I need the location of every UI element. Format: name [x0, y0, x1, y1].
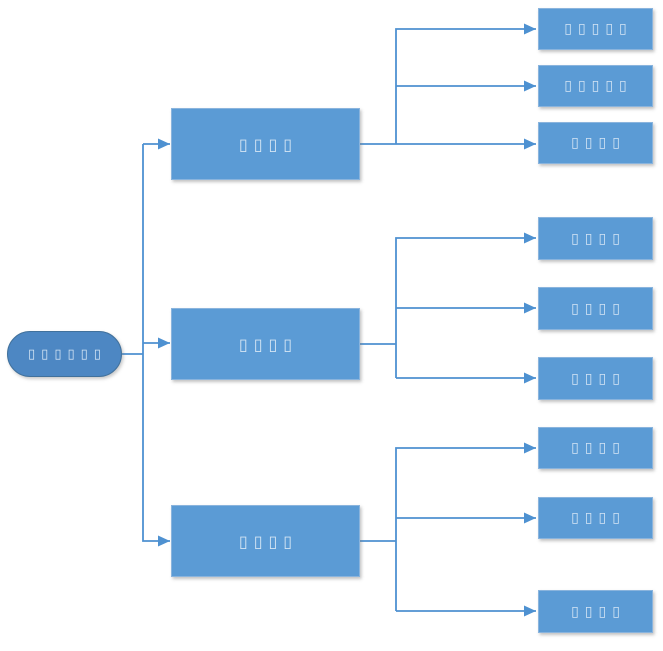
edge-trunk-branch3 — [142, 144, 170, 547]
leaf-node-label: ▯▯▯▯▯ — [564, 21, 633, 37]
leaf-node-label: ▯▯▯▯▯ — [564, 78, 633, 94]
leaf-node-9: ▯▯▯▯ — [538, 590, 653, 633]
leaf-node-label: ▯▯▯▯ — [571, 603, 626, 620]
branch-node-3: ▯▯▯▯ — [171, 505, 360, 577]
branch-node-2: ▯▯▯▯ — [171, 308, 360, 380]
leaf-node-3: ▯▯▯▯ — [538, 122, 653, 164]
edge-branch3-leaf7 — [395, 442, 536, 611]
leaf-node-8: ▯▯▯▯ — [538, 497, 653, 539]
leaf-node-6: ▯▯▯▯ — [538, 357, 653, 400]
root-node-label: ▯▯▯▯▯▯ — [28, 346, 107, 362]
leaf-node-label: ▯▯▯▯ — [571, 135, 626, 151]
branch-node-label: ▯▯▯▯ — [238, 134, 299, 154]
leaf-node-2: ▯▯▯▯▯ — [538, 65, 653, 107]
edge-branch2-leaf4 — [395, 232, 536, 378]
leaf-node-5: ▯▯▯▯ — [538, 287, 653, 330]
leaf-node-7: ▯▯▯▯ — [538, 427, 653, 469]
edge-branch1-leaf1 — [395, 23, 536, 144]
branch-node-label: ▯▯▯▯ — [238, 531, 299, 551]
leaf-node-label: ▯▯▯▯ — [571, 370, 626, 387]
leaf-node-label: ▯▯▯▯ — [571, 300, 626, 317]
leaf-node-4: ▯▯▯▯ — [538, 217, 653, 260]
leaf-node-1: ▯▯▯▯▯ — [538, 8, 653, 50]
branch-node-label: ▯▯▯▯ — [238, 334, 299, 354]
branch-node-1: ▯▯▯▯ — [171, 108, 360, 180]
leaf-node-label: ▯▯▯▯ — [571, 510, 626, 526]
root-node: ▯▯▯▯▯▯ — [7, 331, 122, 377]
leaf-node-label: ▯▯▯▯ — [571, 440, 626, 456]
leaf-node-label: ▯▯▯▯ — [571, 230, 626, 247]
